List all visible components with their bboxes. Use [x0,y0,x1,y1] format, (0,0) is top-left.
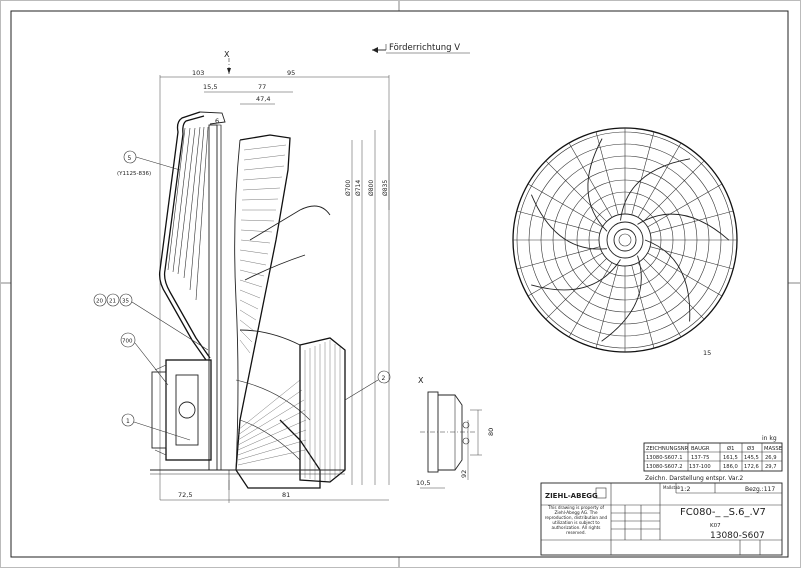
scale-value: 1:2 [680,485,690,493]
detail-dim-80: 80 [487,428,495,436]
th-size: BAUGR [691,446,710,452]
grille-radial-bar [643,160,705,222]
parts-table: in kg ZEICHNUNGSNR BAUGR Ø1 Ø3 MASSE 130… [643,435,783,482]
grille-blade-curve [637,213,730,241]
callout-35: 35 [122,299,129,305]
dim-47-4: 47,4 [256,95,270,103]
front-view-note: 15 [703,349,711,357]
callout-5-sub: (Y1125-836) [117,171,151,177]
mass-unit: in kg [762,435,777,442]
side-view: X 103 95 15,5 77 47,4 6 Ø700 Ø714 Ø800 Ø… [150,50,390,503]
drawing-frame [10,10,789,558]
grille-radial-bar [650,210,734,234]
grille-radial-bar [631,131,655,215]
grille-blade-curve [587,138,608,232]
section-mark-top: X [224,50,230,59]
grille-radial-bar [637,262,682,338]
table-cell: 161,5 [723,455,738,461]
table-cell: 172,6 [744,464,759,470]
grille-blade-curve [530,194,608,250]
grille-radial-bar [650,246,734,270]
th-d1: Ø1 [727,445,734,452]
dim-d714: Ø714 [355,180,362,196]
grille-radial-bar [545,258,607,320]
grille-radial-bar [595,131,619,215]
grille-blade-curve [644,239,691,322]
grille-radial-bar [568,142,613,218]
dim-d835: Ø835 [382,180,389,196]
th-d3: Ø3 [747,445,754,452]
drawing-subtitle: K07 [710,523,721,529]
detail-dim-10-5: 10,5 [416,479,430,487]
company-logo: ZIEHL-ABEGG [545,492,598,500]
section-mark-detail: X [418,376,424,385]
front-view: 15 [512,127,738,357]
callout-20: 20 [96,299,103,305]
flow-direction-label: Förderrichtung V [389,43,460,53]
table-cell: 186,0 [723,464,738,470]
table-cell: 137-100 [689,464,711,470]
grille-radial-bar [637,142,682,218]
table-cell: 137-75 [691,455,709,461]
callout-2: 2 [382,375,386,382]
grille-radial-bar [516,246,600,270]
dim-81: 81 [282,491,290,499]
callout-700: 700 [122,339,133,345]
dim-6: 6 [215,117,219,125]
callout-21: 21 [109,299,116,305]
drawing-note: Zeichn. Darstellung entspr. Var.2 [645,475,743,482]
table-cell: 29,7 [765,464,777,470]
grille-radial-bar [647,183,723,228]
grille-radial-bar [643,258,705,320]
grille-radial-bar [595,265,619,349]
grille-radial-bar [527,183,603,228]
table-cell: 13080-S607.2 [646,464,683,470]
grille-radial-bar [647,252,723,297]
drawing-number: 13080-S607 [710,531,765,541]
drawing-title: FC080-_ _S.6_.V7 [680,507,766,518]
flow-direction-arrow: Förderrichtung V [372,43,470,54]
dim-72-5: 72,5 [178,491,192,499]
callouts: 5 (Y1125-836) 20 21 35 700 1 2 [93,150,391,441]
copyright-notice: This drawing is property of Ziehl-Abegg … [544,505,608,535]
dim-95: 95 [287,69,295,77]
dim-77: 77 [258,83,266,91]
grille-radial-bar [545,160,607,222]
title-block: ZIEHL-ABEGG Maßstab 1:2 Bezg.:117 FC080-… [540,482,783,556]
sheet-reference: Bezg.:117 [745,486,775,493]
dim-d700: Ø700 [345,180,352,196]
detail-view: X 80 92 10,5 [416,376,495,489]
th-mass: MASSE [764,446,782,452]
dim-103: 103 [192,69,204,77]
grille-radial-bar [516,210,600,234]
grille-radial-bar [527,252,603,297]
table-cell: 13080-S607.1 [646,455,683,461]
table-cell: 145,5 [744,455,759,461]
grille-radial-bar [631,265,655,349]
scale-label: Maßstab [663,485,681,490]
th-drawing-no: ZEICHNUNGSNR [646,446,689,452]
detail-dim-92: 92 [460,470,468,478]
table-cell: 26,9 [765,455,777,461]
grille-blade-curve [531,259,621,291]
dim-15-5: 15,5 [203,83,217,91]
callout-5: 5 [128,155,132,162]
grille-radial-bar [568,262,613,338]
dim-d800: Ø800 [368,180,375,196]
callout-1: 1 [126,418,130,425]
